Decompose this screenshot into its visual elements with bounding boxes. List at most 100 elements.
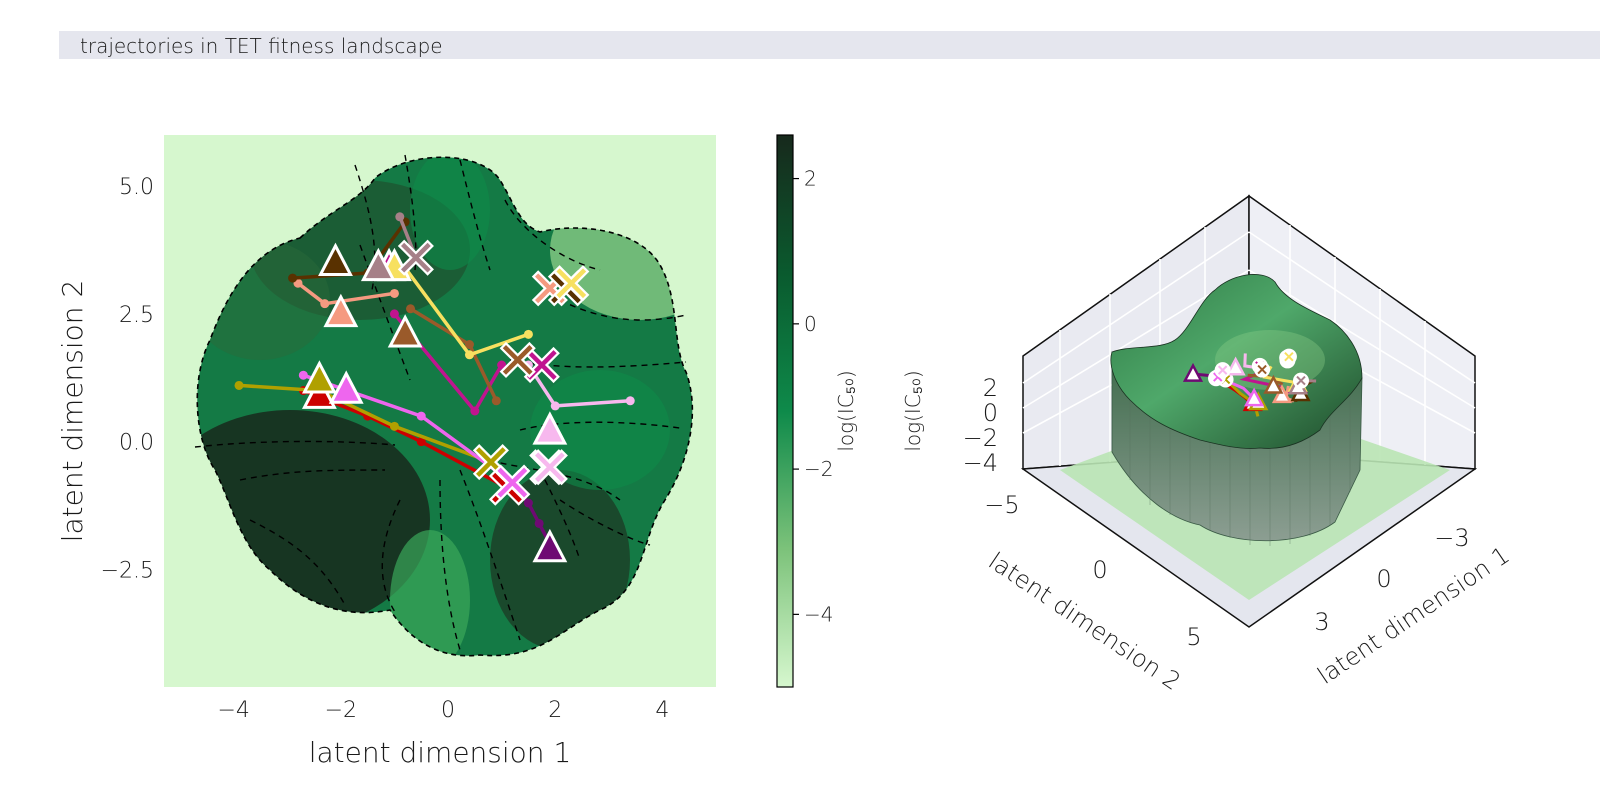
surface-start-marker [1225, 356, 1246, 376]
title-bar: trajectories in TET fitness landscape [59, 31, 1600, 59]
trajectory-point [464, 340, 474, 350]
contour-line [539, 469, 581, 561]
surface-end-cross [1296, 375, 1306, 386]
contour-line [194, 440, 396, 448]
surface-start-marker [1182, 362, 1204, 382]
z-tick-label: −2 [963, 424, 998, 452]
surface-panel: 2 0 −2 −4 −5 0 5 −3 0 3 latent dimension… [901, 194, 1515, 696]
surface-end-cross [1257, 364, 1267, 375]
start-marker [301, 360, 337, 394]
contour-line [439, 479, 461, 651]
x-tick-label: 0 [1376, 565, 1391, 593]
contour-line [559, 299, 687, 321]
contour-line [404, 154, 417, 271]
x-tick-label: −3 [1434, 524, 1469, 552]
z-tick-label: −4 [963, 449, 998, 477]
trajectory-point [298, 370, 308, 380]
colorbar-tick-label: 2 [804, 167, 817, 191]
start-marker [532, 528, 568, 563]
x-axis-label: latent dimension 1 [309, 736, 572, 769]
trajectory-point [523, 498, 533, 508]
trajectory-point [389, 309, 399, 319]
x-tick-label: 4 [655, 698, 669, 723]
end-marker [553, 265, 590, 302]
trajectory-point [497, 360, 507, 370]
colorbar-tick-label: −2 [804, 457, 833, 481]
trajectory-point [416, 411, 426, 421]
colorbar-tick-label: −4 [804, 602, 833, 626]
trajectory-point [523, 329, 533, 339]
trajectory-point [416, 437, 426, 447]
trajectory-point [395, 212, 405, 222]
trajectory-line [238, 383, 492, 464]
colorbar: 2 0 −2 −4 log(IC₅₀) [776, 134, 858, 688]
z-axis-ticks: 2 0 −2 −4 [963, 374, 998, 477]
contour-line [504, 199, 601, 271]
colorbar-ticks: 2 0 −2 −4 [793, 167, 833, 626]
x-axis-ticks-3d: −3 0 3 [1314, 524, 1469, 636]
x-tick-label: 3 [1314, 608, 1329, 636]
contour-line [249, 519, 346, 606]
x-axis-label-3d: latent dimension 1 [1312, 541, 1514, 690]
axis-ticks: −4 −2 0 2 4 5.0 2.5 0.0 −2.5 [101, 175, 670, 723]
trajectory-point [389, 288, 399, 298]
colorbar-gradient [776, 134, 794, 688]
y-tick-label: 2.5 [119, 303, 154, 328]
x-tick-label: −4 [217, 698, 249, 723]
surface-start-marker [1271, 384, 1293, 404]
trajectory-point [234, 380, 244, 390]
contour-line [459, 469, 521, 641]
x-tick-label: −2 [325, 698, 357, 723]
y-axis-label: latent dimension 2 [56, 280, 89, 543]
contour-line [459, 159, 491, 271]
y-tick-label: 5 [1186, 623, 1201, 651]
trajectory-point [625, 396, 635, 406]
z-axis-label-3d: log(IC₅₀) [901, 370, 925, 451]
end-marker [531, 449, 568, 486]
trajectory-point [288, 273, 298, 283]
contour-line [239, 469, 386, 481]
y-tick-label: 5.0 [119, 175, 154, 200]
end-marker [397, 239, 434, 276]
start-marker [328, 370, 364, 404]
end-marker [494, 464, 531, 501]
y-tick-label: 0.0 [119, 431, 154, 456]
contour-line [509, 359, 687, 368]
start-marker [318, 242, 353, 276]
y-tick-label: 0 [1092, 556, 1107, 584]
start-marker [360, 247, 396, 282]
contour-line [559, 499, 651, 546]
y-axis-ticks-3d: −5 0 5 [984, 491, 1201, 651]
trajectories [234, 212, 635, 563]
y-tick-label: −5 [984, 491, 1019, 519]
end-marker [499, 341, 536, 378]
surface-start-marker [1263, 374, 1284, 394]
start-marker [532, 411, 568, 445]
trajectory-point [534, 518, 544, 528]
figure-title: trajectories in TET fitness landscape [80, 34, 443, 58]
trajectory-point [464, 350, 474, 360]
trajectory-point [389, 421, 399, 431]
surface-end-cross [1284, 351, 1294, 362]
contour-line [519, 421, 681, 431]
contour-line [359, 244, 411, 381]
trajectory-point [406, 304, 416, 314]
contour-lines [194, 154, 687, 651]
z-tick-label: 0 [983, 399, 998, 427]
start-marker [387, 314, 423, 348]
surface-trajectories [1182, 348, 1317, 417]
x-tick-label: 2 [548, 698, 562, 723]
y-tick-label: −2.5 [101, 558, 154, 583]
contour-line [489, 459, 621, 501]
trajectory-point [470, 406, 480, 416]
trajectory-point [491, 396, 501, 406]
x-tick-label: 0 [441, 698, 455, 723]
colorbar-tick-label: 0 [804, 312, 817, 336]
y-axis-label-3d: latent dimension 2 [983, 547, 1185, 696]
trajectory-point [550, 401, 560, 411]
contour-line [381, 499, 401, 613]
surface-end-cross [1217, 365, 1228, 375]
colorbar-label: log(IC₅₀) [834, 370, 858, 451]
start-marker [323, 293, 359, 328]
